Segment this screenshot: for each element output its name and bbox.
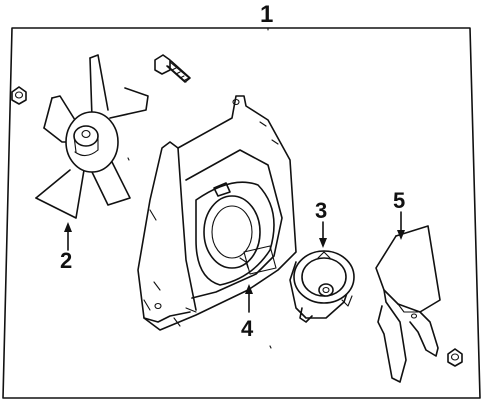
arrow-motor bbox=[319, 238, 327, 248]
fan-shroud bbox=[137, 95, 297, 331]
speck-2 bbox=[127, 157, 130, 161]
nut-left bbox=[11, 86, 27, 105]
callout-assembly: 1 bbox=[260, 1, 273, 28]
callout-motor: 3 bbox=[315, 198, 327, 223]
fan-blade-right bbox=[375, 225, 441, 383]
assembly-frame bbox=[2, 27, 481, 399]
arrow-blade-right bbox=[397, 230, 405, 240]
fan-motor bbox=[289, 250, 355, 323]
callout-fan-blade: 2 bbox=[60, 248, 72, 273]
arrow-shroud bbox=[245, 284, 253, 294]
arrow-fan-blade bbox=[64, 222, 72, 232]
fan-blade-left bbox=[35, 54, 149, 219]
speck bbox=[269, 345, 272, 349]
bolt bbox=[154, 54, 191, 83]
callout-shroud: 4 bbox=[241, 316, 254, 341]
nut-right bbox=[447, 348, 463, 367]
callout-blade-right: 5 bbox=[393, 188, 405, 213]
